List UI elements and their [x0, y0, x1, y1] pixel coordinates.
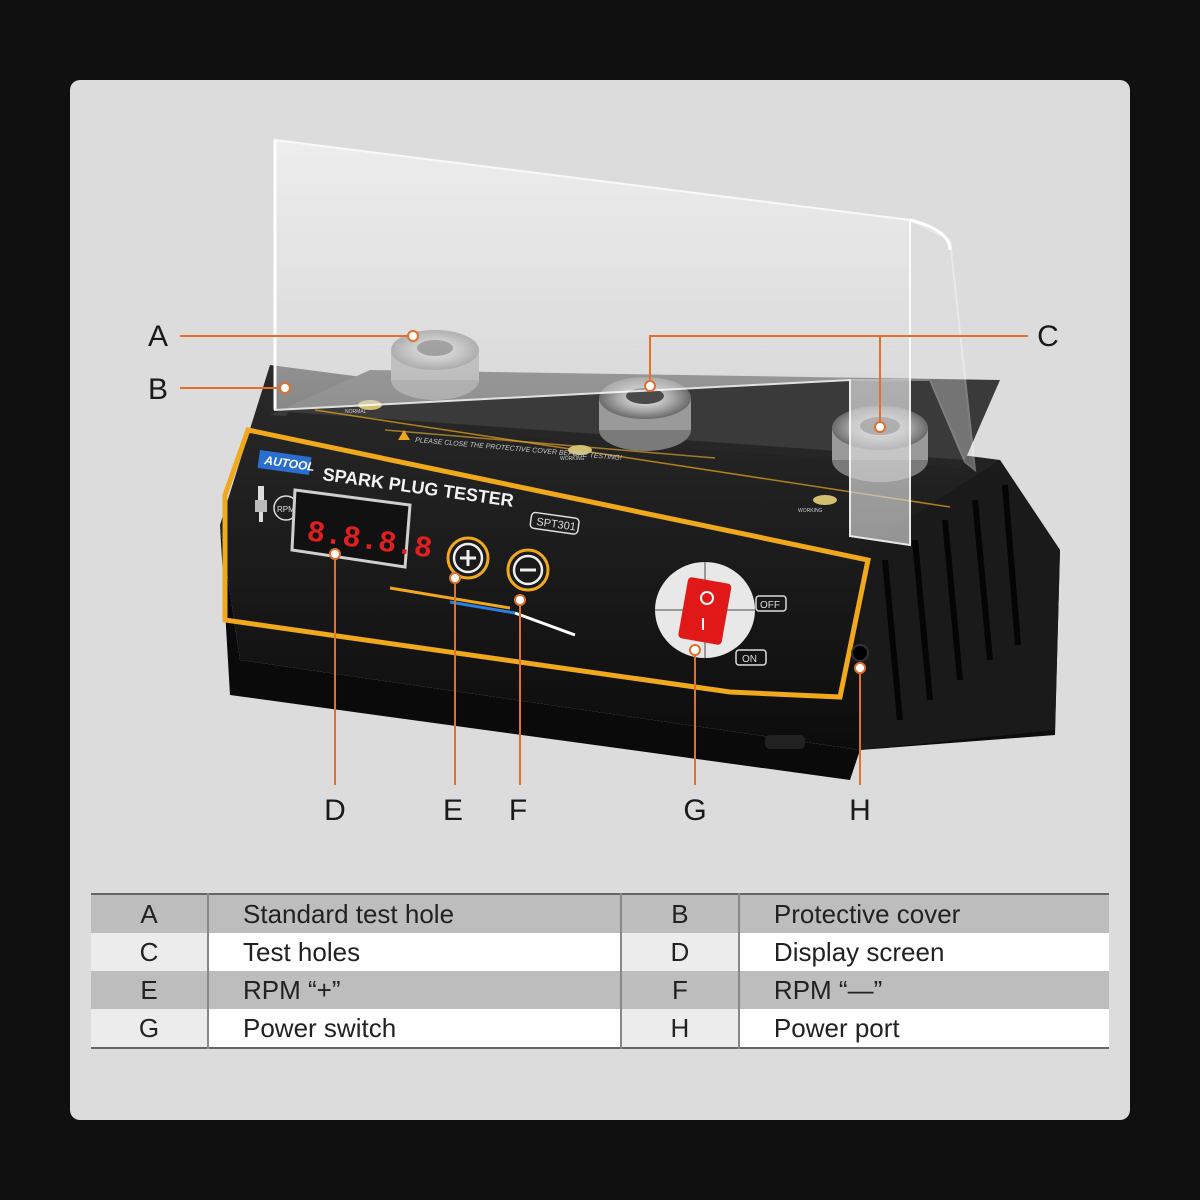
legend-key: C: [91, 933, 209, 971]
rpm-plus-button[interactable]: [446, 536, 490, 580]
spark-plug-icon: [255, 486, 267, 522]
table-row: G Power switch H Power port: [91, 1009, 1109, 1048]
callout-g: G: [683, 794, 707, 827]
legend-key: E: [91, 971, 209, 1009]
legend-key: G: [91, 1009, 209, 1048]
rpm-minus-button[interactable]: [506, 548, 550, 592]
switch-off-label: OFF: [760, 600, 780, 611]
rpm-label: RPM: [277, 505, 295, 514]
callout-lines: [180, 335, 1028, 785]
callout-e: E: [442, 794, 463, 827]
legend-desc: Power switch: [208, 1009, 621, 1048]
spark-plug-tester-illustration: NORMAL WORKING WORKING PLEASE CLOSE THE …: [180, 138, 1060, 785]
plus-icon: [460, 550, 476, 566]
working-indicator-right: [813, 495, 837, 505]
warning-icon: [398, 430, 410, 440]
power-port[interactable]: [851, 644, 869, 662]
callout-f: F: [508, 794, 528, 827]
legend-desc: Power port: [738, 1009, 1109, 1048]
callout-c: C: [1037, 320, 1059, 353]
protective-cover: [273, 138, 977, 547]
legend-key: D: [619, 933, 740, 971]
legend-key: B: [619, 894, 740, 933]
callout-b: B: [147, 373, 168, 406]
hole-label-working-1: WORKING: [560, 456, 585, 462]
legend-desc: Standard test hole: [208, 894, 621, 933]
legend-desc: RPM “—”: [738, 971, 1109, 1009]
legend-desc: Display screen: [738, 933, 1109, 971]
callout-d: D: [324, 794, 346, 827]
table-row: E RPM “+” F RPM “—”: [91, 971, 1109, 1009]
product-panel: NORMAL WORKING WORKING PLEASE CLOSE THE …: [70, 80, 1130, 1120]
model-number: SPT301: [536, 516, 577, 533]
legend-key: A: [91, 894, 209, 933]
callout-dots: [279, 330, 886, 674]
legend-desc: Test holes: [208, 933, 621, 971]
table-row: C Test holes D Display screen: [91, 933, 1109, 971]
power-switch[interactable]: [655, 562, 755, 658]
callout-h: H: [849, 794, 871, 827]
brand-badge: [257, 450, 312, 476]
parts-legend-table: A Standard test hole B Protective cover …: [91, 893, 1109, 1049]
legend-key: H: [619, 1009, 740, 1048]
legend-key: F: [619, 971, 740, 1009]
legend-desc: Protective cover: [738, 894, 1109, 933]
legend-desc: RPM “+”: [208, 971, 621, 1009]
hole-label-working-2: WORKING: [798, 508, 823, 514]
working-indicator-middle: [568, 445, 592, 455]
callout-a: A: [147, 320, 168, 353]
switch-on-label: ON: [742, 654, 757, 665]
hole-label-normal: NORMAL: [345, 409, 367, 415]
table-row: A Standard test hole B Protective cover: [91, 894, 1109, 933]
off-symbol-icon: [700, 591, 714, 605]
